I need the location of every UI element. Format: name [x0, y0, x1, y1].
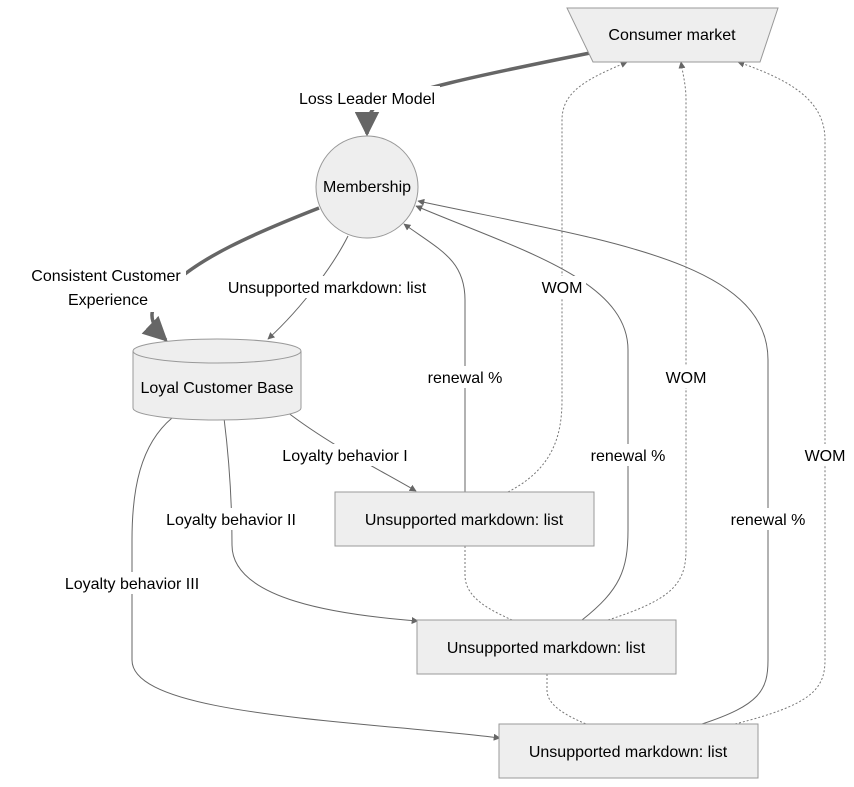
label-consistent-experience-2: Experience: [68, 292, 148, 309]
label-renewal-3: renewal %: [731, 512, 806, 529]
label-renewal-1: renewal %: [428, 370, 503, 387]
edge-dotted-connector-1: [464, 546, 513, 621]
node-markdown-1-label: Unsupported markdown: list: [365, 512, 564, 529]
node-consumer-market-label: Consumer market: [608, 27, 736, 44]
label-loss-leader: Loss Leader Model: [299, 91, 435, 108]
node-membership-label: Membership: [323, 179, 411, 196]
edge-dotted-connector-2: [546, 674, 587, 725]
edge-renewal-2: [415, 205, 629, 621]
edge-wom-3: [734, 60, 826, 725]
label-loyalty-1: Loyalty behavior I: [282, 448, 407, 465]
node-loyal-customer-base[interactable]: Loyal Customer Base: [132, 338, 302, 421]
label-wom-1: WOM: [542, 280, 583, 297]
label-renewal-2: renewal %: [591, 448, 666, 465]
edge-labels: Loss Leader Model Consistent Customer Ex…: [26, 86, 849, 594]
node-markdown-1[interactable]: Unsupported markdown: list: [334, 491, 595, 547]
edge-loyalty-3: [131, 417, 501, 741]
nodes: Consumer market Membership Loyal Custome…: [132, 7, 779, 779]
node-consumer-market[interactable]: Consumer market: [566, 7, 779, 63]
node-membership[interactable]: Membership: [315, 135, 419, 239]
label-consistent-experience-1: Consistent Customer: [31, 268, 181, 285]
label-wom-2: WOM: [666, 370, 707, 387]
node-markdown-2-label: Unsupported markdown: list: [447, 640, 646, 657]
node-markdown-3-label: Unsupported markdown: list: [529, 744, 728, 761]
edge-renewal-1: [403, 223, 466, 492]
label-wom-3: WOM: [805, 448, 846, 465]
label-loyalty-3: Loyalty behavior III: [65, 576, 199, 593]
edge-wom-2: [607, 61, 687, 621]
edge-wom-1: [507, 61, 628, 493]
label-membership-to-base: Unsupported markdown: list: [228, 280, 427, 297]
node-markdown-3[interactable]: Unsupported markdown: list: [498, 723, 759, 779]
node-markdown-2[interactable]: Unsupported markdown: list: [416, 619, 677, 675]
edges: [131, 51, 826, 741]
node-loyal-customer-base-label: Loyal Customer Base: [141, 380, 294, 397]
label-loyalty-2: Loyalty behavior II: [166, 512, 296, 529]
edge-renewal-3: [417, 198, 769, 725]
edge-loyalty-2: [223, 417, 419, 625]
